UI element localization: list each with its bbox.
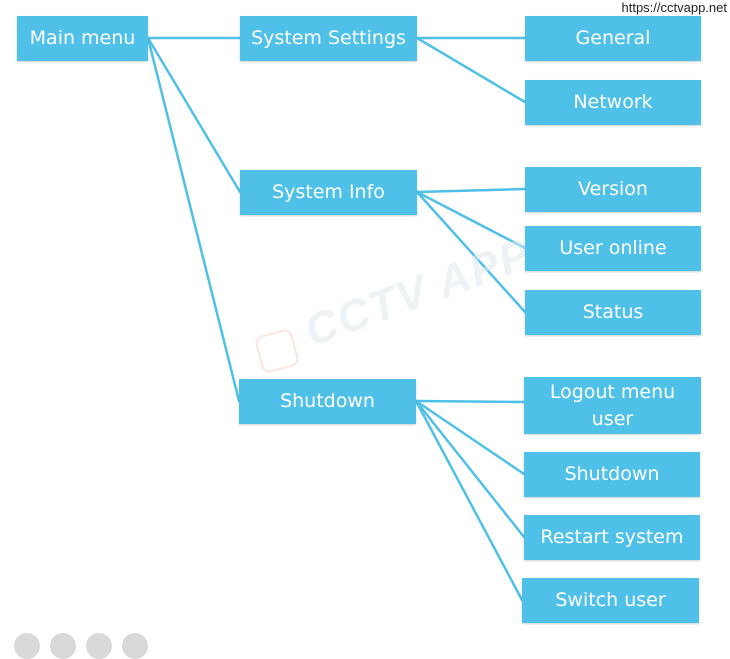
node-shutdown-label: Shutdown <box>564 463 660 485</box>
node-restart-system-label: Restart system <box>540 526 684 548</box>
node-version[interactable]: Version <box>525 167 701 212</box>
node-logout-label-line1: Logout menu <box>549 380 676 403</box>
node-shutdown[interactable]: Shutdown <box>524 452 700 497</box>
edge-shutdown-logout <box>414 399 526 404</box>
node-switch-user[interactable]: Switch user <box>522 578 699 623</box>
connector-lines <box>146 36 527 602</box>
bottom-decoration <box>14 633 148 659</box>
dot-icon <box>86 633 112 659</box>
node-status[interactable]: Status <box>525 290 701 335</box>
edge-settings-network <box>415 36 527 104</box>
source-url: https://cctvapp.net <box>621 0 727 15</box>
node-main-menu-label: Main menu <box>29 27 136 49</box>
node-system-settings-label: System Settings <box>251 27 406 49</box>
node-general-label: General <box>575 27 651 49</box>
edge-main-info <box>146 36 242 194</box>
node-shutdown-group-label: Shutdown <box>280 390 375 412</box>
node-user-online-label: User online <box>559 237 667 259</box>
node-status-label: Status <box>582 301 644 323</box>
node-system-info[interactable]: System Info <box>240 170 417 215</box>
node-system-settings[interactable]: System Settings <box>240 16 417 61</box>
edge-main-shutdown <box>146 36 241 403</box>
edge-info-useronline <box>415 190 527 250</box>
node-restart-system[interactable]: Restart system <box>524 515 700 560</box>
node-main-menu[interactable]: Main menu <box>17 16 148 61</box>
dot-icon <box>14 633 40 659</box>
node-logout-label-line2: user <box>591 407 634 430</box>
edge-info-version <box>415 187 527 194</box>
node-logout-menu-user[interactable]: Logout menu user <box>524 377 701 434</box>
dot-icon <box>122 633 148 659</box>
node-shutdown-group[interactable]: Shutdown <box>239 379 416 424</box>
node-version-label: Version <box>578 178 648 200</box>
node-network[interactable]: Network <box>525 80 701 125</box>
edge-shutdown-switch <box>414 399 524 602</box>
node-network-label: Network <box>573 91 653 113</box>
edge-shutdown-restart <box>414 399 526 539</box>
node-general[interactable]: General <box>525 16 701 61</box>
node-switch-user-label: Switch user <box>555 589 666 611</box>
node-system-info-label: System Info <box>272 181 385 203</box>
dot-icon <box>50 633 76 659</box>
edge-shutdown-shut <box>414 399 526 476</box>
node-user-online[interactable]: User online <box>525 226 701 271</box>
edge-info-status <box>415 190 527 314</box>
